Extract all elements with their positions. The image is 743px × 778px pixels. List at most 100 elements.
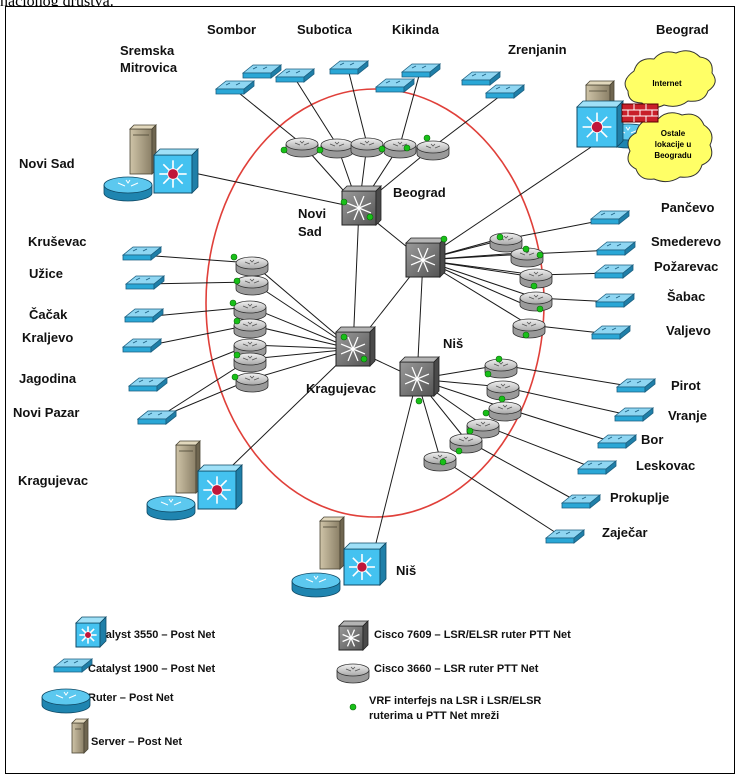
legend-catalyst3550-label: Catalyst 3550 – Post Net [88,629,216,641]
label-novi-pazar: Novi Pazar [13,405,79,420]
vrf-dot [496,233,504,241]
site-switch-southeast [576,460,618,475]
core-link [352,207,360,350]
vrf-dot [439,458,447,466]
site-link [293,76,338,146]
site-switch-west [124,275,166,290]
legend-catalyst3550-icon [75,616,107,648]
vrf-dot [349,703,357,711]
vrf-dot [403,144,411,152]
site-switch-west [123,308,165,323]
cisco3660-router-west [233,318,267,339]
site-link [432,92,505,148]
label-beograd-core: Beograd [393,185,446,200]
vrf-dot [366,213,374,221]
label-beograd-top: Beograd [656,22,709,37]
site-switch-southeast [560,494,602,509]
site-switch-west [121,338,163,353]
legend-vrf-label-1: VRF interfejs na LSR i LSR/ELSR [369,695,541,707]
vrf-dot [440,235,448,243]
vrf-dot [233,277,241,285]
cisco7609-kragujevac [335,326,376,367]
server-kragujevac [175,440,201,494]
cisco3660-router-southeast [423,451,457,472]
server-nis [319,516,345,570]
legend-vrf-label-2: ruterima u PTT Net mreži [369,710,499,722]
catalyst3550-kragujevac [197,464,243,510]
network-diagram: Internet Ostale lokacije u Beogradu Somb… [13,22,721,754]
vrf-dot [466,427,474,435]
cisco3660-router-west [235,275,269,296]
city-labels: Sombor Subotica Kikinda Zrenjanin Beogra… [13,22,721,578]
vrf-dot [530,282,538,290]
site-link [482,424,597,470]
site-switch-north [484,84,526,99]
legend-cisco7609-icon [338,620,369,651]
site-switch-southeast [613,407,655,422]
vrf-dot [360,355,368,363]
label-mitrovica: Mitrovica [120,60,178,75]
vrf-dot [455,447,463,455]
vrf-interfaces [229,134,544,466]
site-link [233,88,303,145]
cisco3660-router-east [512,318,546,339]
label-vranje: Vranje [668,408,707,423]
label-subotica: Subotica [297,22,353,37]
label-novi-sad: Novi Sad [19,156,75,171]
vrf-dot [423,134,431,142]
label-bor: Bor [641,432,663,447]
label-krusevac: Kruševac [28,234,87,249]
site-switch-east [594,293,636,308]
cisco3660-router-west [233,352,267,373]
cisco3660-router-north [416,140,450,161]
site-link [465,439,581,504]
vrf-dot [316,146,324,154]
cisco3660-router-west [233,300,267,321]
legend-ruter-label: Ruter – Post Net [88,692,174,704]
site-link [422,134,610,261]
site-switch-north [274,68,316,83]
vrf-dot [536,251,544,259]
legend-server-label: Server – Post Net [91,736,182,748]
site-link [500,364,636,388]
site-switch-southeast [596,434,638,449]
legend-cisco7609-label: Cisco 7609 – LSR/ELSR ruter PTT Net [374,629,571,641]
label-leskovac: Leskovac [636,458,695,473]
cisco3660-router-west [235,372,269,393]
label-smederevo: Smederevo [651,234,721,249]
cisco3660-router-east [519,268,553,289]
site-link [155,358,251,420]
router-kragujevac [146,495,196,521]
other-locations-cloud: Ostale lokacije u Beogradu [627,112,713,183]
label-zrenjanin: Zrenjanin [508,42,567,57]
label-kikinda: Kikinda [392,22,440,37]
cisco7609-novi-sad [341,185,382,226]
label-prokuplje: Prokuplje [610,490,669,505]
vrf-dot [498,395,506,403]
vrf-dot [230,253,238,261]
vrf-dot [522,331,530,339]
cisco3660-router-north [320,138,354,159]
label-pozarevac: Požarevac [654,259,718,274]
label-nis-site: Niš [396,563,416,578]
site-switch-east [589,210,631,225]
vrf-dot [378,145,386,153]
vrf-dot [229,299,237,307]
vrf-dot [233,351,241,359]
site-link [140,254,253,264]
catalyst3550-beograd [576,100,624,148]
site-switch-southeast [544,529,586,544]
cisco3660-router-southeast [486,380,520,401]
cisco3660-router-east [510,247,544,268]
site-switch-north [328,60,370,75]
label-jagodina: Jagodina [19,371,77,386]
vrf-dot [495,355,503,363]
site-switch-east [595,241,637,256]
cisco3660-router-east [519,291,553,312]
site-switch-north [374,78,416,93]
cisco3660-router-southeast [449,433,483,454]
router-novi-sad [103,176,153,202]
cisco3660-router-north [350,137,384,158]
caption-fragment: nacionog društva. [0,0,114,10]
other-locations-line-3: Beogradu [654,151,691,160]
